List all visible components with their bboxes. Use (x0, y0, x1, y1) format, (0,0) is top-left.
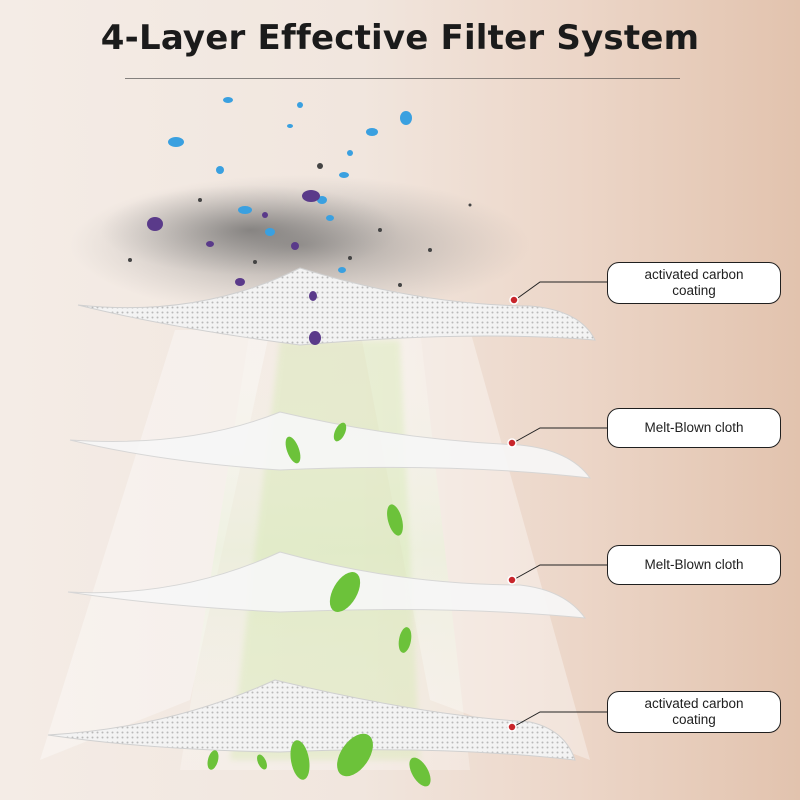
pointer-dots (507, 295, 519, 732)
page-title: 4-Layer Effective Filter System (100, 18, 700, 58)
green-leaves (207, 422, 431, 787)
dust-specks (128, 163, 472, 287)
filter-layer-4-carbon (47, 679, 576, 761)
dust-cloud-core (100, 185, 400, 275)
title-underline (125, 78, 680, 79)
layer-1-label: activated carbon coating (607, 262, 781, 304)
layer-4-label: activated carbon coating (607, 691, 781, 733)
filter-layer-2-meltblown (69, 411, 592, 479)
purple-particles (147, 190, 321, 345)
blue-particles (168, 97, 412, 273)
filter-layer-3-meltblown (67, 551, 587, 619)
label-pointers (512, 281, 607, 728)
filter-layer-1-carbon (77, 267, 596, 346)
layer-2-label: Melt-Blown cloth (607, 408, 781, 448)
layer-3-label: Melt-Blown cloth (607, 545, 781, 585)
